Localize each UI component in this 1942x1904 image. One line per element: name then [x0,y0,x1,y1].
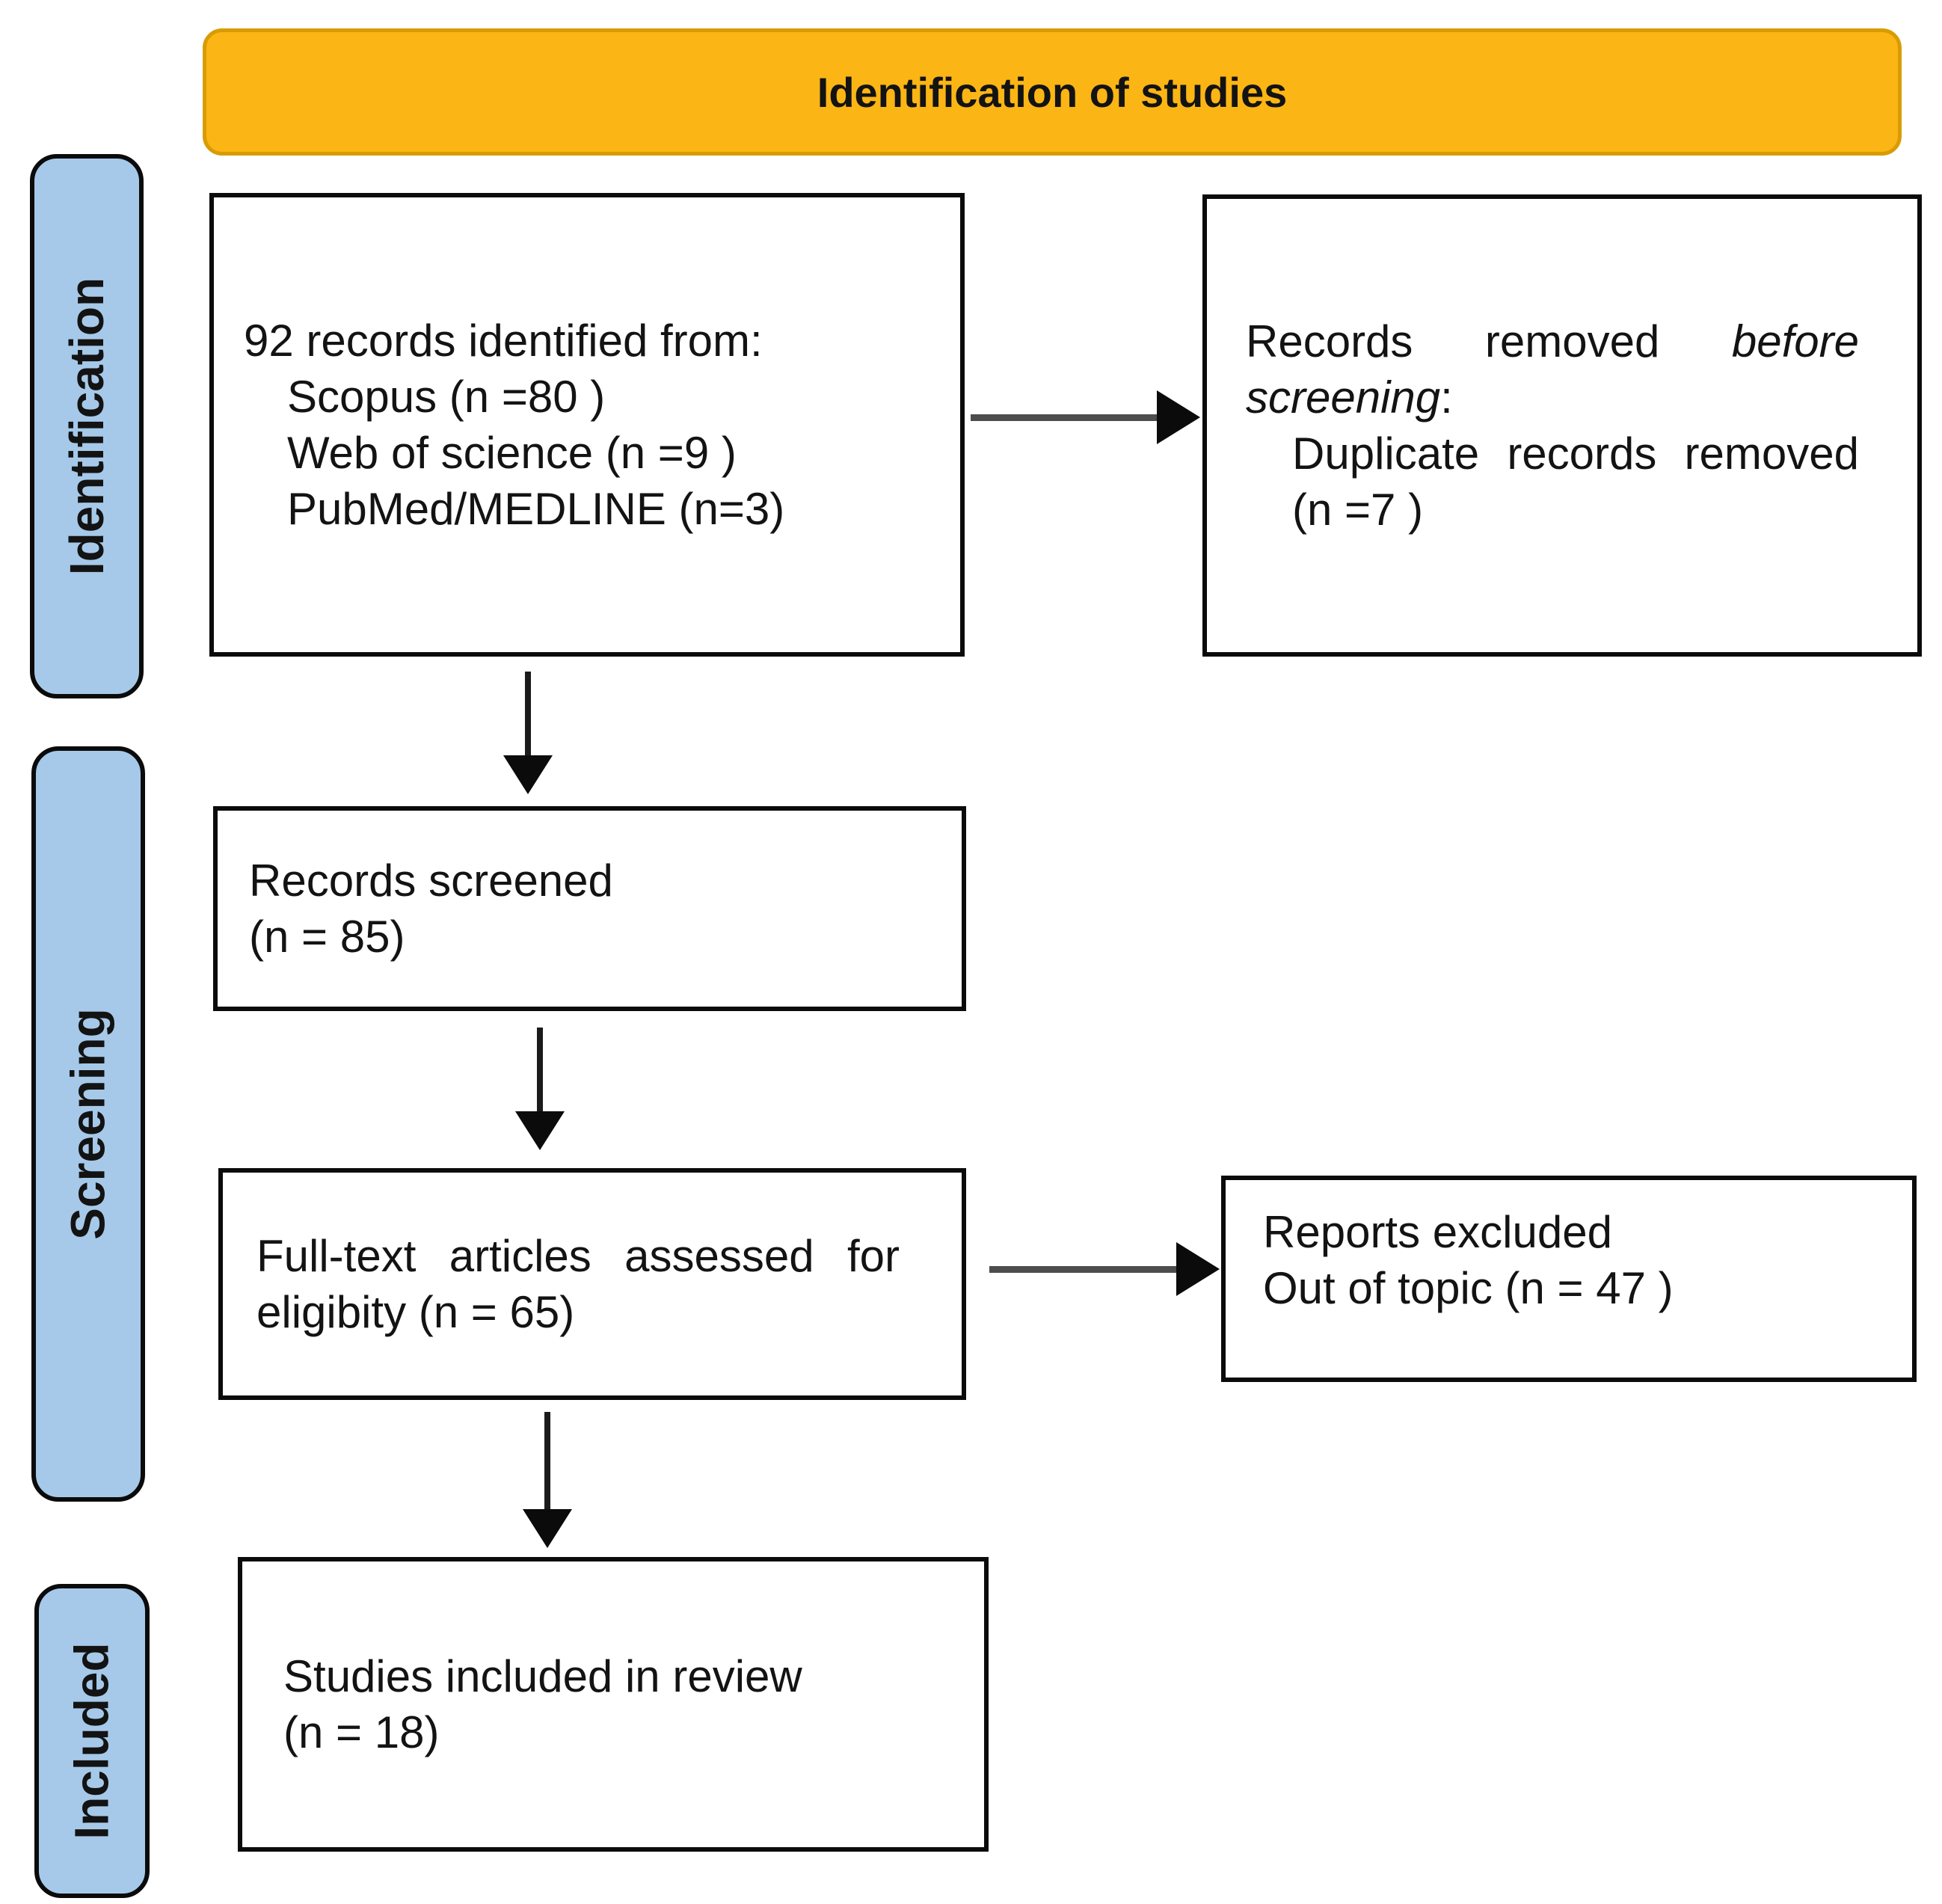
records-screened-label: Records screened [249,856,613,906]
stage-label-included: Included [65,1642,119,1840]
stage-label-identification: Identification [60,277,114,576]
records-screened-count: (n = 85) [249,912,405,962]
reports-excluded-reason: Out of topic (n = 47 ) [1263,1263,1674,1313]
arrow-shaft [971,414,1159,421]
arrow-shaft [525,672,531,758]
box-fulltext-assessed: Full-text articles assessed for eligibit… [218,1168,966,1400]
stage-chip-screening: Screening [31,746,145,1502]
fulltext-assessed-count: (n = 65) [418,1287,575,1337]
studies-included-label: Studies included in review [283,1651,802,1701]
duplicate-records-count: (n =7 ) [1292,485,1424,535]
duplicate-records-line: Duplicate records removed (n =7 ) [1292,426,1859,538]
phase-banner: Identification of studies [203,28,1902,156]
stage-chip-included: Included [34,1584,150,1898]
records-identified-intro: 92 records identified from: [244,316,763,366]
arrow-shaft [989,1266,1179,1273]
box-records-identified: 92 records identified from: Scopus (n =8… [209,193,965,657]
arrow-right-head-icon [1157,390,1200,444]
records-removed-lead: Records removed [1246,316,1732,366]
records-removed-emphasis: before screening [1246,316,1859,423]
box-studies-included: Studies included in review (n = 18) [238,1557,989,1852]
box-reports-excluded: Reports excluded Out of topic (n = 47 ) [1221,1176,1917,1382]
studies-included-count: (n = 18) [283,1707,440,1757]
records-removed-heading: Records removed before screening: [1246,313,1859,426]
stage-chip-identification: Identification [30,154,144,698]
arrow-right-head-icon [1176,1242,1220,1296]
fulltext-assessed-line: Full-text articles assessed for eligibit… [256,1228,900,1340]
records-removed-colon: : [1440,372,1453,423]
source-web-of-science: Web of science (n =9 ) [287,428,737,478]
banner-title: Identification of studies [817,68,1288,116]
arrow-down-head-icon [515,1111,565,1150]
source-scopus: Scopus (n =80 ) [287,372,606,422]
fulltext-assessed-text: Full-text articles assessed for eligibit… [256,1231,900,1337]
source-pubmed-medline: PubMed/MEDLINE (n=3) [287,484,785,534]
arrow-down-head-icon [523,1509,572,1548]
reports-excluded-label: Reports excluded [1263,1207,1612,1257]
box-records-removed: Records removed before screening: Duplic… [1202,194,1922,657]
duplicate-records-text: Duplicate records removed [1292,429,1859,479]
arrow-shaft [537,1028,543,1114]
box-records-screened: Records screened (n = 85) [213,806,966,1011]
arrow-down-head-icon [503,755,553,794]
arrow-shaft [544,1412,550,1511]
stage-label-screening: Screening [61,1008,115,1240]
